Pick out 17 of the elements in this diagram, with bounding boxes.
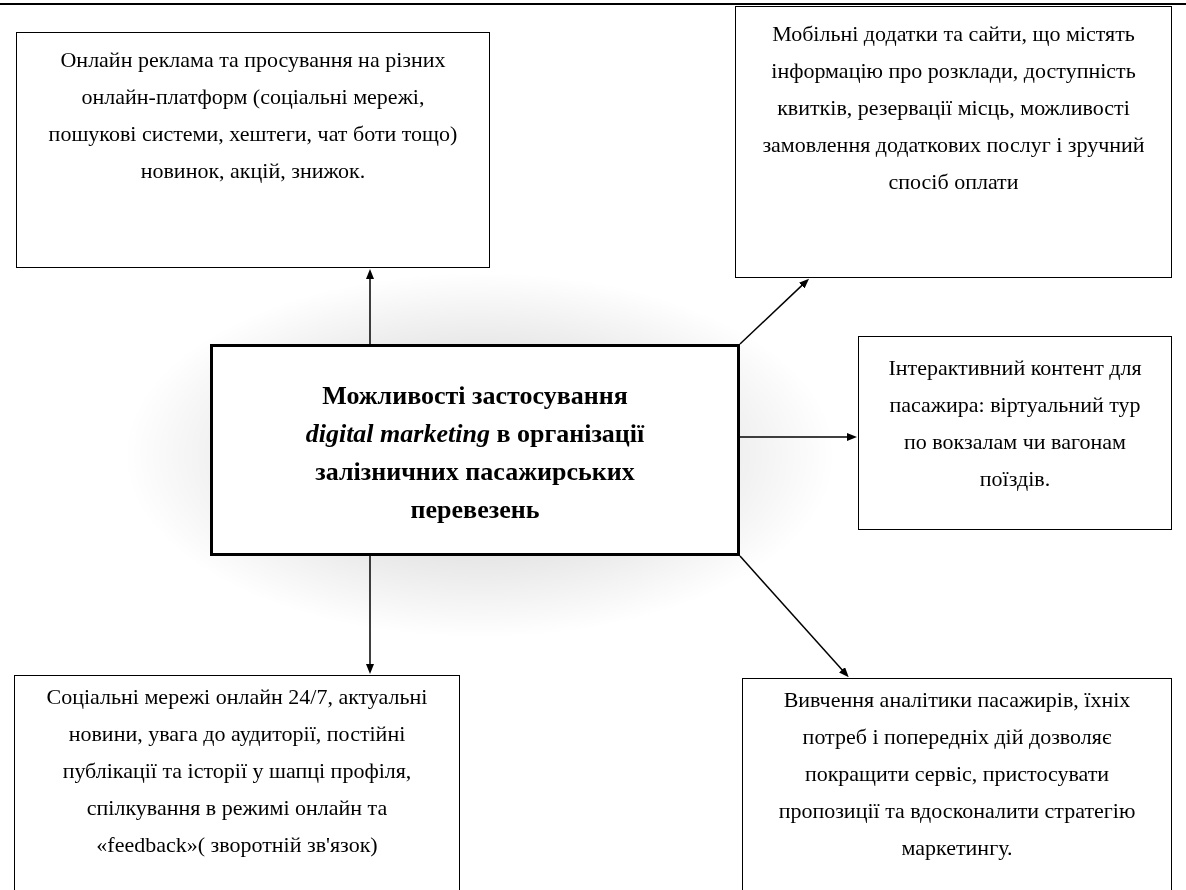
text-box [858,336,1172,530]
arrow [739,433,857,441]
text-box [742,678,1172,890]
central-box [210,344,740,556]
body-text: Соціальні мережі онлайн 24/7, актуальні новини, увага до аудиторії, постійні публікації та історії у шапці профіля, спілкування в режимі онлайн та «feedback»( зворотній зв'язок) [45,683,429,859]
text-box [14,675,460,890]
arrow [366,555,374,674]
arrow [739,278,810,345]
body-text: Вивчення аналітики пасажирів, їхніх потреб і попередніх дій дозволяє покращити сервіс, пристосувати пропозиції та вдосконалити стратегію маркетингу. [777,686,1137,862]
body-text: Мобільні додатки та сайти, що містять інформацію про розклади, доступність квитків, резервації місць, можливості замовлення додаткових послуг і зручний спосіб оплати [761,20,1146,196]
body-text: Онлайн реклама та просування на різних онлайн-платформ (соціальні мережі, пошукові системи, хештеги, чат боти тощо) новинок, акцій, знижок. [47,46,459,185]
arrow [739,555,849,678]
title-text: Можливості застосування digital marketing в організації залізничних пасажирських перевезень [304,380,646,526]
body-text: Інтерактивний контент для пасажира: віртуальний тур по вокзалам чи вагонам поїздів. [887,354,1143,493]
text-box [16,32,490,268]
text-box [735,6,1172,278]
arrow [366,269,374,345]
